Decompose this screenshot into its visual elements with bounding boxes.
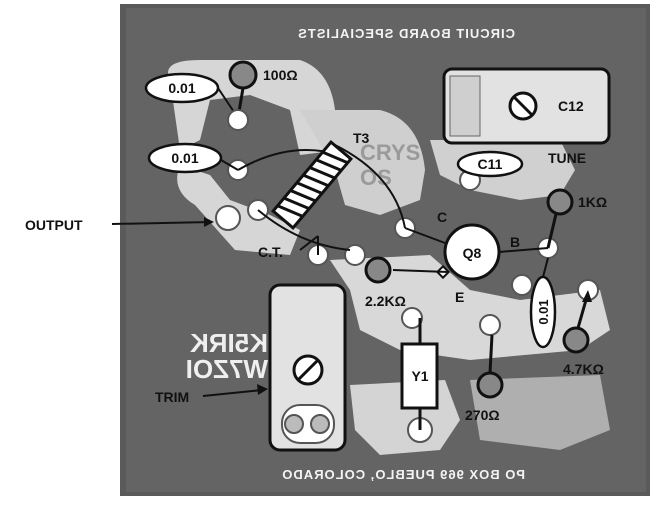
resistor-100-body [228,60,258,90]
output-label: OUTPUT [25,217,83,233]
board-bottom-text: PO BOX 969 PUEBLO, COLORADO [281,467,525,482]
center-tap-label: C.T. [258,244,283,260]
capacitor-c2-label: 0.01 [171,150,198,166]
resistor-1k-label: 1KΩ [578,194,607,210]
transformer-t3 [271,140,353,230]
capacitor-c3-label: 0.01 [536,299,551,324]
q8-collector-label: C [437,209,447,225]
copper-trace-left [177,165,300,255]
capacitor-c11-label: C11 [478,156,503,172]
resistor-2-2k-body [364,256,392,284]
tune-label: TUNE [548,150,586,166]
capacitor-c2 [147,142,223,174]
transistor-q8-label: Q8 [463,245,482,261]
trimmer-c12-label: C12 [558,98,584,114]
transformer-t3-label: T3 [353,130,370,146]
trim-arrow [202,389,263,397]
copper-trace-low-right [470,375,610,450]
callsign-text-1: K5IRK [190,328,268,358]
output-arrow [111,221,213,225]
ghost-text-1: CRYS [360,140,420,165]
board-top-text: CIRCUIT BOARD SPECIALISTS [297,26,515,41]
resistor-1k-body [546,188,574,216]
trim-label: TRIM [155,389,189,405]
callsign-text-2: W7ZOI [186,354,268,384]
capacitor-c1-label: 0.01 [168,80,195,96]
crystal-y1-label: Y1 [411,368,428,384]
resistor-4-7k-label: 4.7KΩ [563,361,604,377]
resistor-2-2k-label: 2.2KΩ [365,293,406,309]
capacitor-c11 [456,150,524,178]
q8-base-label: B [510,234,520,250]
resistor-100-label: 100Ω [263,67,298,83]
q8-emitter-label: E [455,289,464,305]
resistor-270-body [476,371,504,399]
resistor-4-7k-body [562,326,590,354]
resistor-270-label: 270Ω [465,407,500,423]
